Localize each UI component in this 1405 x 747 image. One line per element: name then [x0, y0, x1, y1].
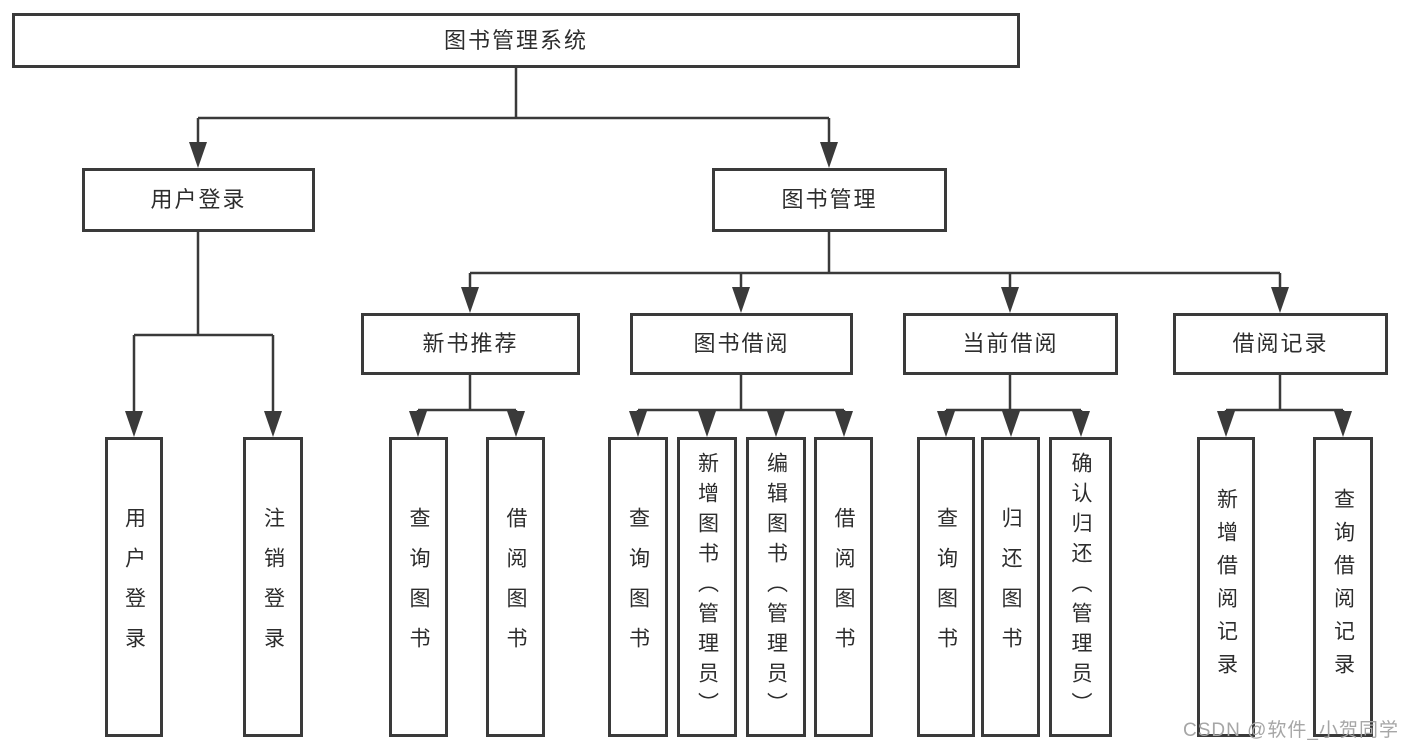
leaf-query-borrow-record: 查询借阅记录 — [1313, 437, 1373, 737]
leaf-logout: 注销登录 — [243, 437, 303, 737]
leaf-query-books-recommend: 查询图书 — [389, 437, 448, 737]
leaf-user-login: 用户登录 — [105, 437, 163, 737]
leaf-borrow-books-recommend: 借阅图书 — [486, 437, 545, 737]
node-current-borrow: 当前借阅 — [903, 313, 1118, 375]
leaf-query-books-current: 查询图书 — [917, 437, 975, 737]
arrowheads — [125, 142, 1352, 437]
node-user-login: 用户登录 — [82, 168, 315, 232]
node-library-management-system: 图书管理系统 — [12, 13, 1020, 68]
leaf-return-books: 归还图书 — [981, 437, 1040, 737]
leaf-borrow-books: 借阅图书 — [814, 437, 873, 737]
csdn-watermark: CSDN @软件_小贺同学 — [1183, 720, 1399, 741]
node-book-management: 图书管理 — [712, 168, 947, 232]
leaf-query-books-borrow: 查询图书 — [608, 437, 668, 737]
leaf-add-borrow-record: 新增借阅记录 — [1197, 437, 1255, 737]
leaf-edit-books-admin: 编辑图书（管理员） — [746, 437, 806, 737]
node-book-borrow: 图书借阅 — [630, 313, 853, 375]
node-new-book-recommend: 新书推荐 — [361, 313, 580, 375]
leaf-confirm-return-admin: 确认归还（管理员） — [1049, 437, 1112, 737]
leaf-add-books-admin: 新增图书（管理员） — [677, 437, 737, 737]
node-borrow-records: 借阅记录 — [1173, 313, 1388, 375]
